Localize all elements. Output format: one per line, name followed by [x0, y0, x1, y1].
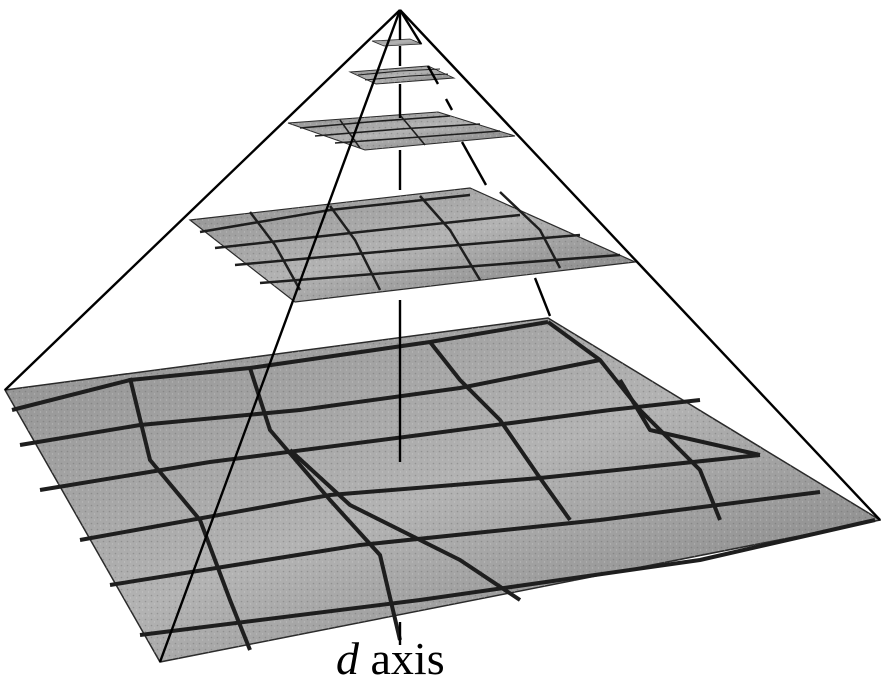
d-axis-variable: d [336, 633, 359, 684]
pyramid-level-2 [288, 112, 515, 150]
pyramid-level-4 [372, 39, 422, 46]
pyramid-level-1 [190, 188, 635, 302]
d-axis-word: axis [371, 633, 445, 684]
pyramid-level-3 [350, 66, 454, 84]
d-axis-label: d axis [336, 636, 445, 682]
pyramid-level-0 [5, 318, 880, 662]
